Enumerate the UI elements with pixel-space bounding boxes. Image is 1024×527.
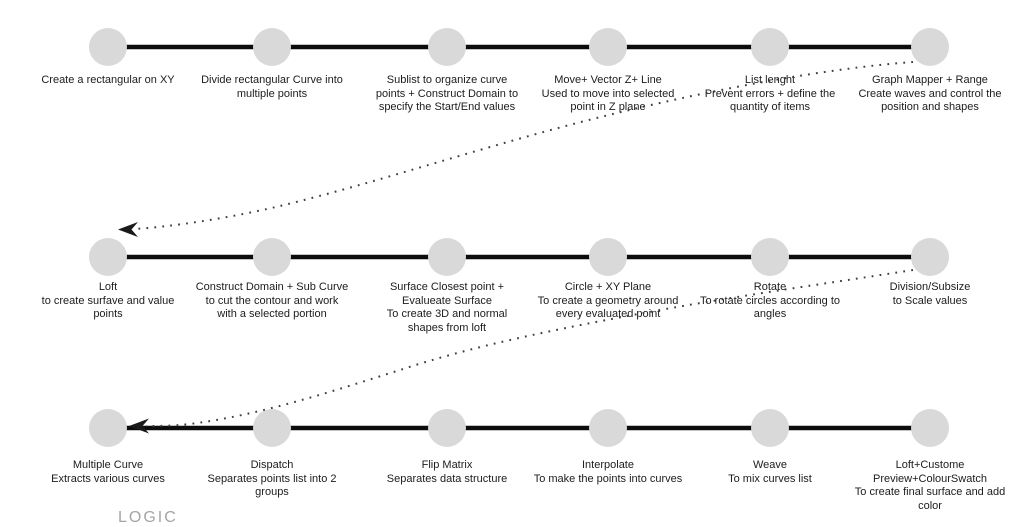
nodes-row-3 <box>89 409 949 447</box>
step-node-dot <box>751 238 789 276</box>
step-label: Divide rectangular Curve into multiple p… <box>201 74 343 100</box>
step-node-dot <box>911 409 949 447</box>
flow-arrowhead-row2 <box>118 222 138 237</box>
step-node-dot <box>253 238 291 276</box>
step-node-dot <box>253 409 291 447</box>
step-node-dot <box>428 238 466 276</box>
step-node-dot <box>589 28 627 66</box>
step-label: Division/Subsize to Scale values <box>889 281 971 307</box>
step-label: Graph Mapper + Range Create waves and co… <box>858 74 1002 113</box>
nodes-row-1 <box>89 28 949 66</box>
step-label: Construct Domain + Sub Curve to cut the … <box>195 281 349 320</box>
logic-watermark: LOGIC <box>118 509 178 526</box>
nodes-row-2 <box>89 238 949 276</box>
step-node-dot <box>911 238 949 276</box>
step-node-dot <box>89 238 127 276</box>
step-label: Multiple Curve Extracts various curves <box>51 459 165 485</box>
step-node-dot <box>751 409 789 447</box>
step-label: Weave To mix curves list <box>728 459 812 485</box>
step-node-dot <box>89 28 127 66</box>
step-label: Dispatch Separates points list into 2 gr… <box>207 459 337 498</box>
step-label: Flip Matrix Separates data structure <box>386 459 508 485</box>
flow-arrowhead-row3 <box>129 418 149 434</box>
step-node-dot <box>751 28 789 66</box>
step-node-dot <box>428 28 466 66</box>
step-node-dot <box>589 238 627 276</box>
step-node-dot <box>428 409 466 447</box>
step-node-dot <box>911 28 949 66</box>
step-node-dot <box>253 28 291 66</box>
step-node-dot <box>589 409 627 447</box>
step-label: Loft+Custome Preview+ColourSwatch To cre… <box>854 459 1006 512</box>
step-node-dot <box>89 409 127 447</box>
step-label: Interpolate To make the points into curv… <box>533 459 683 485</box>
